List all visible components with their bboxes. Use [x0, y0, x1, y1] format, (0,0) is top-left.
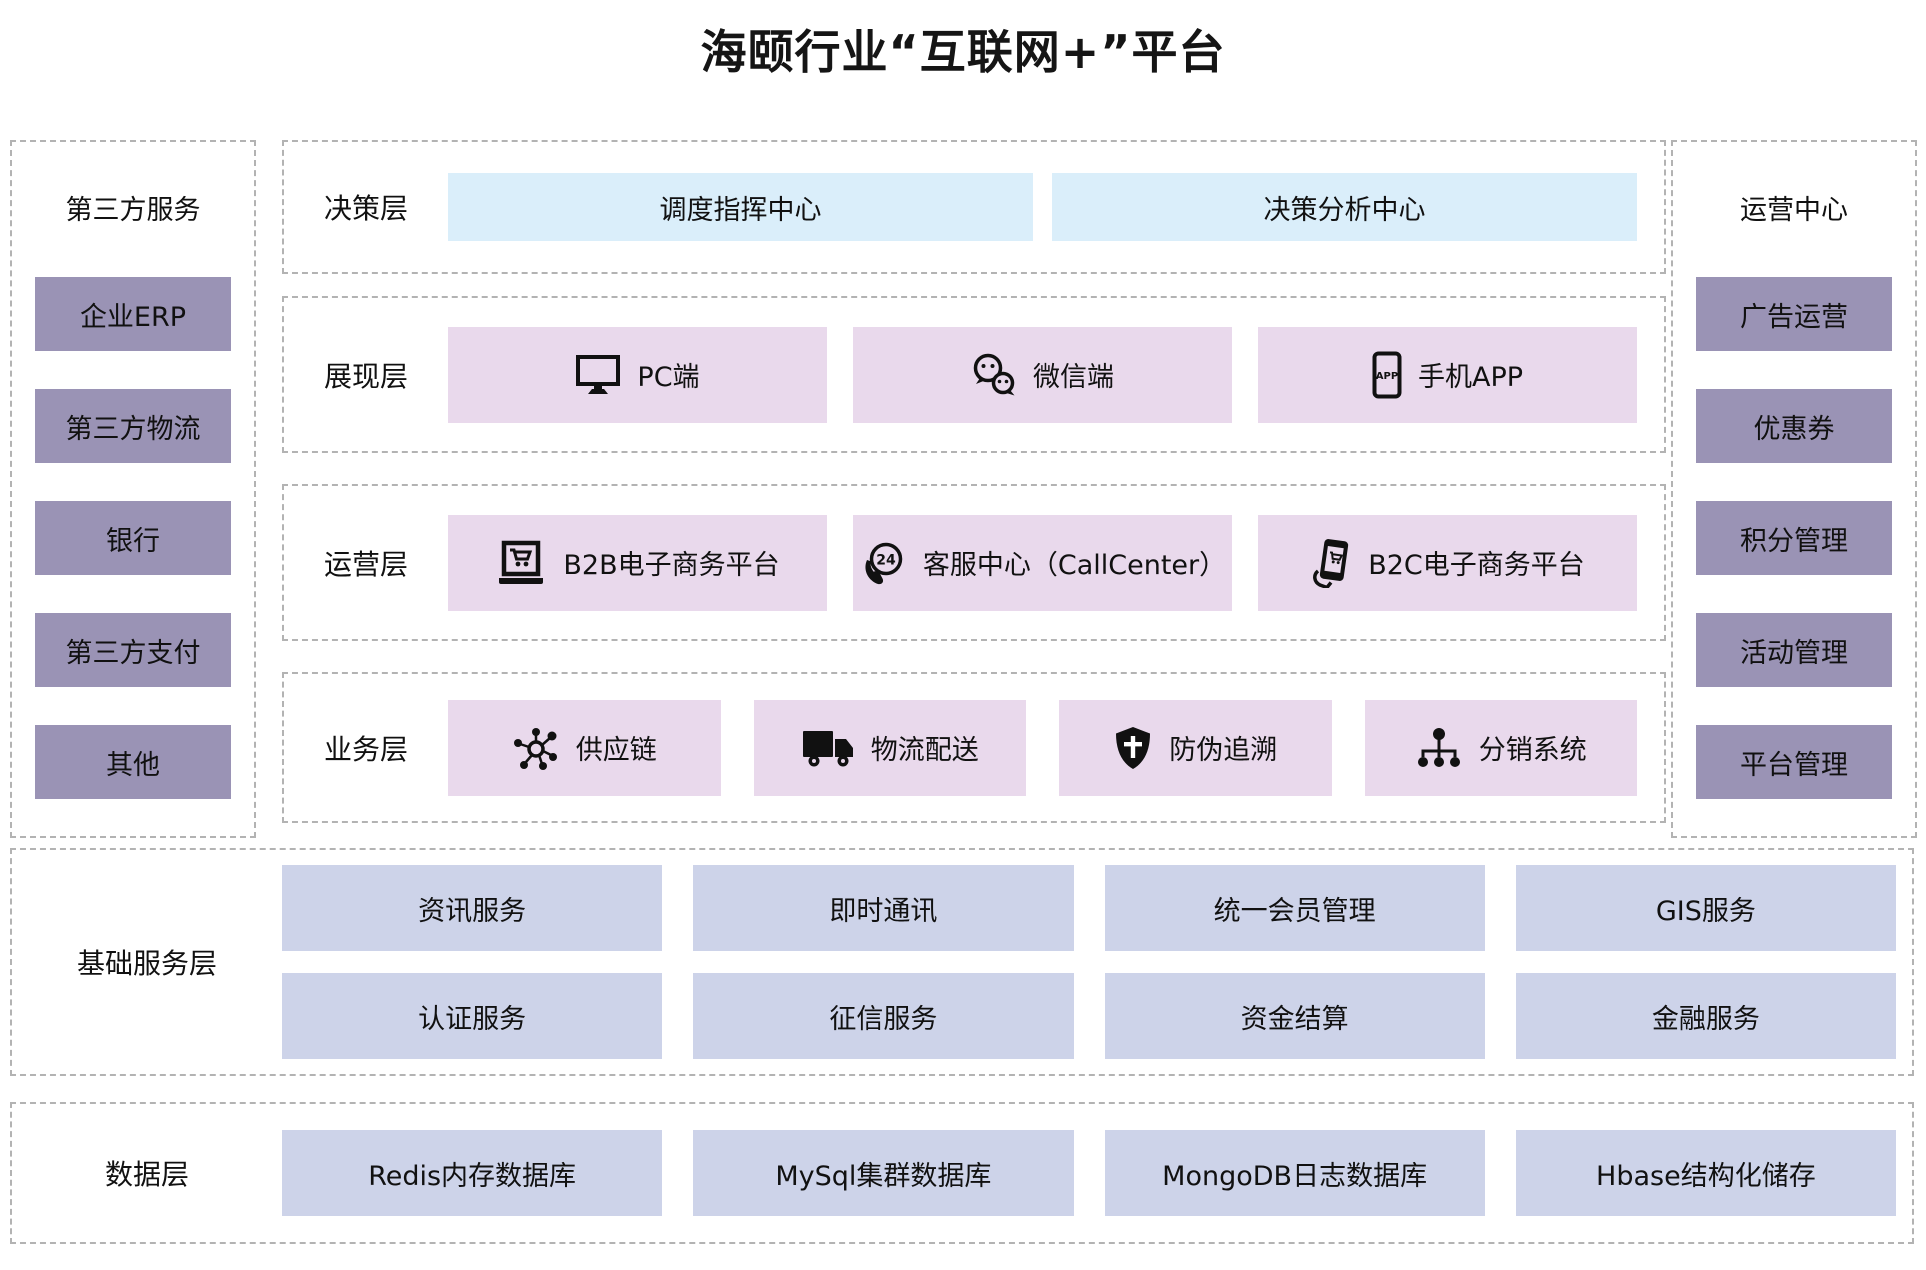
svg-text:24: 24	[876, 552, 896, 568]
base-service-layer-label: 基础服务层	[76, 947, 217, 980]
b2b-platform-box: B2B电子商务平台	[448, 514, 827, 611]
third-party-item-logistics: 第三方物流	[35, 389, 231, 463]
auth-service-box: 认证服务	[282, 973, 663, 1059]
fund-settlement-box: 资金结算	[1104, 973, 1485, 1059]
b2b-platform-label: B2B电子商务平台	[563, 550, 780, 581]
distribution-label: 分销系统	[1478, 735, 1587, 766]
business-layer-boxes: 供应链 物流配送	[448, 699, 1664, 796]
base-service-row-2: 认证服务 征信服务 资金结算 金融服务	[282, 973, 1896, 1059]
wechat-client-box: 微信端	[853, 326, 1232, 423]
operation-layer-label: 运营层	[323, 547, 408, 581]
mobile-app-box: APP 手机APP	[1258, 326, 1637, 423]
decision-layer-boxes: 调度指挥中心 决策分析中心	[448, 173, 1664, 241]
decision-analysis-center-box: 决策分析中心	[1052, 173, 1637, 241]
third-party-services-title: 第三方服务	[65, 195, 201, 226]
redis-db-box: Redis内存数据库	[282, 1130, 663, 1216]
b2c-platform-label: B2C电子商务平台	[1368, 550, 1585, 581]
distribution-sitemap-icon	[1415, 725, 1463, 771]
logistics-label: 物流配送	[870, 735, 979, 766]
supply-chain-box: 供应链	[448, 699, 721, 796]
operation-item-coupon: 优惠券	[1696, 389, 1892, 463]
callcenter-label: 客服中心（CallCenter）	[922, 550, 1227, 581]
logistics-truck-icon	[801, 727, 855, 769]
decision-layer-section: 决策层 调度指挥中心 决策分析中心	[282, 140, 1666, 274]
anti-counterfeit-box: 防伪追溯	[1059, 699, 1332, 796]
presentation-layer-label: 展现层	[323, 359, 408, 393]
hbase-storage-box: Hbase结构化储存	[1515, 1130, 1896, 1216]
wechat-icon	[971, 353, 1017, 397]
operation-item-activity: 活动管理	[1696, 613, 1892, 687]
business-layer-section: 业务层	[282, 672, 1666, 823]
credit-service-box: 征信服务	[693, 973, 1074, 1059]
logistics-box: 物流配送	[753, 699, 1026, 796]
b2c-platform-box: B2C电子商务平台	[1258, 514, 1637, 611]
b2c-commerce-icon	[1310, 538, 1352, 588]
wechat-client-label: 微信端	[1033, 362, 1114, 393]
third-party-services-panel: 第三方服务 企业ERP 第三方物流 银行 第三方支付 其他	[10, 140, 256, 838]
decision-layer-label: 决策层	[323, 192, 408, 225]
supply-chain-label: 供应链	[575, 735, 657, 766]
supply-chain-icon	[512, 724, 560, 772]
base-service-row-1: 资讯服务 即时通讯 统一会员管理 GIS服务	[282, 865, 1896, 951]
anti-counterfeit-label: 防伪追溯	[1169, 735, 1278, 766]
unified-member-box: 统一会员管理	[1104, 865, 1485, 951]
third-party-item-erp: 企业ERP	[35, 277, 231, 351]
base-service-layer-section: 基础服务层 资讯服务 即时通讯 统一会员管理 GIS服务 认证服务 征信服务 资…	[10, 848, 1914, 1076]
presentation-layer-boxes: PC端 微信端 APP	[448, 326, 1664, 423]
operation-center-title: 运营中心	[1740, 195, 1848, 226]
mysql-db-box: MySql集群数据库	[693, 1130, 1074, 1216]
instant-messaging-box: 即时通讯	[693, 865, 1074, 951]
operation-layer-boxes: B2B电子商务平台 24 客服中心（CallCenter）	[448, 514, 1664, 611]
svg-text:APP: APP	[1376, 371, 1398, 382]
page-title: 海颐行业“互联网+”平台	[700, 25, 1226, 79]
pc-monitor-icon	[575, 354, 621, 396]
anti-counterfeit-shield-icon	[1113, 725, 1153, 771]
dispatch-command-center-box: 调度指挥中心	[448, 173, 1033, 241]
third-party-item-bank: 银行	[35, 501, 231, 575]
third-party-item-payment: 第三方支付	[35, 613, 231, 687]
operation-layer-section: 运营层 B2B电子商务平台 24 客服	[282, 484, 1666, 641]
finance-service-box: 金融服务	[1515, 973, 1896, 1059]
data-layer-section: 数据层 Redis内存数据库 MySql集群数据库 MongoDB日志数据库 H…	[10, 1102, 1914, 1244]
pc-client-label: PC端	[637, 362, 700, 393]
gis-service-box: GIS服务	[1515, 865, 1896, 951]
mongodb-db-box: MongoDB日志数据库	[1104, 1130, 1485, 1216]
mobile-app-label: 手机APP	[1417, 362, 1524, 393]
b2b-commerce-icon	[495, 540, 547, 586]
operation-item-points: 积分管理	[1696, 501, 1892, 575]
distribution-box: 分销系统	[1364, 699, 1637, 796]
presentation-layer-section: 展现层 PC端	[282, 296, 1666, 453]
base-service-grid: 资讯服务 即时通讯 统一会员管理 GIS服务 认证服务 征信服务 资金结算 金融…	[282, 865, 1912, 1059]
info-service-box: 资讯服务	[282, 865, 663, 951]
data-layer-grid: Redis内存数据库 MySql集群数据库 MongoDB日志数据库 Hbase…	[282, 1130, 1912, 1216]
callcenter-box: 24 客服中心（CallCenter）	[853, 514, 1232, 611]
operation-item-platform: 平台管理	[1696, 725, 1892, 799]
data-layer-row: Redis内存数据库 MySql集群数据库 MongoDB日志数据库 Hbase…	[282, 1130, 1896, 1216]
callcenter-24-icon: 24	[859, 539, 907, 587]
pc-client-box: PC端	[448, 326, 827, 423]
operation-center-panel: 运营中心 广告运营 优惠券 积分管理 活动管理 平台管理	[1671, 140, 1917, 838]
third-party-item-other: 其他	[35, 725, 231, 799]
phone-app-icon: APP	[1372, 351, 1402, 399]
operation-item-ads: 广告运营	[1696, 277, 1892, 351]
business-layer-label: 业务层	[323, 732, 408, 766]
data-layer-label: 数据层	[104, 1158, 189, 1191]
